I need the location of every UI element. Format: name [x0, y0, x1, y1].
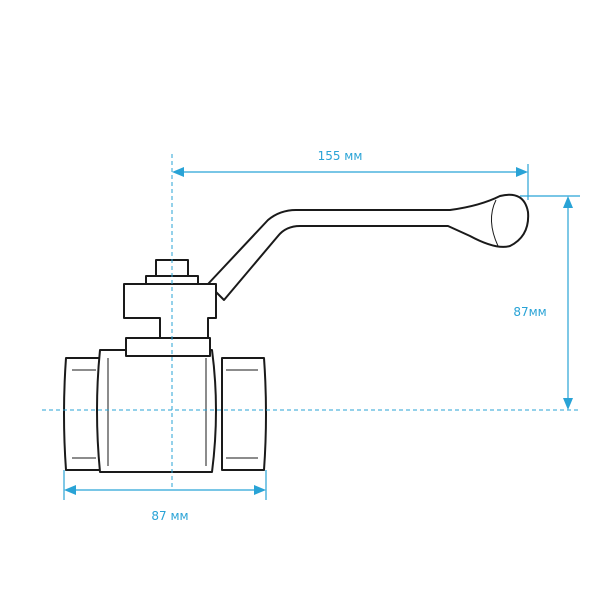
dimension-label-height: 87мм — [513, 305, 546, 319]
dimension-body-length: 87 мм — [63, 470, 267, 523]
centerlines — [42, 154, 580, 490]
valve-body — [63, 337, 267, 473]
lever-arm — [207, 193, 530, 301]
dimension-label-body-length: 87 мм — [151, 509, 188, 523]
dimension-label-handle-length: 155 мм — [318, 149, 363, 163]
central-body — [96, 349, 217, 473]
dimension-handle-length: 155 мм — [172, 149, 529, 200]
dimension-height: 87мм — [513, 195, 580, 410]
lever-grip-tip — [491, 199, 499, 247]
valve-neck — [125, 337, 211, 357]
right-threaded-end — [221, 357, 267, 471]
handle-head — [123, 283, 217, 339]
lever-handle — [123, 193, 530, 339]
left-threaded-end — [63, 357, 101, 471]
